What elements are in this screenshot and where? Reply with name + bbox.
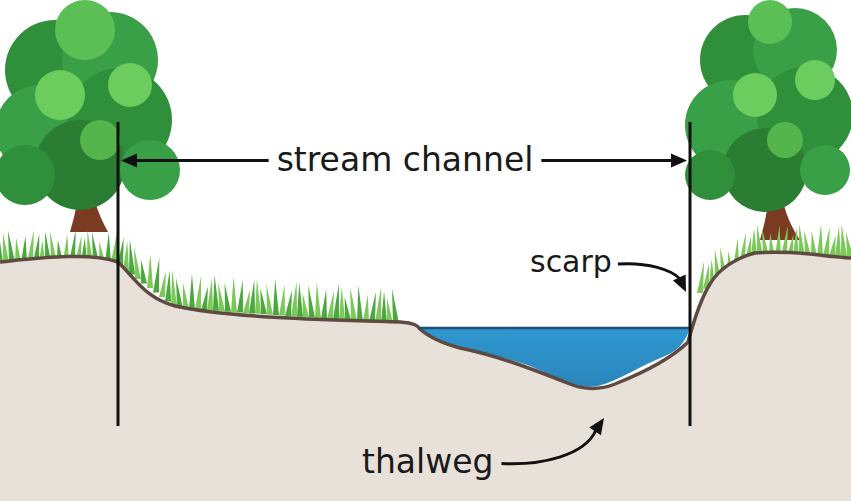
grass-blade [231, 276, 237, 312]
grass-blade [189, 274, 195, 309]
grass-blade [327, 291, 334, 319]
grass-blade [835, 226, 841, 256]
grass-blade [841, 225, 847, 256]
grass-blade [751, 228, 757, 255]
grass-blade [363, 295, 369, 322]
grass-blade [273, 279, 279, 315]
grass-blade [249, 279, 255, 313]
grass-blade [255, 279, 261, 314]
arrowhead [121, 154, 137, 168]
grass-blade [201, 287, 208, 311]
ground-line [0, 252, 851, 388]
grass-blade [165, 271, 171, 302]
grass-blade [392, 289, 399, 324]
grass-blade [266, 284, 273, 314]
grass-blade [350, 287, 357, 321]
grass-blade [195, 276, 201, 310]
grass-blade [375, 286, 381, 322]
grass-blade [0, 242, 3, 262]
grass-blade [218, 283, 225, 311]
grass-blade [799, 224, 805, 256]
left-tree [0, 0, 180, 232]
grass-blade [141, 259, 147, 283]
dimension-arrow [541, 159, 672, 162]
grass-blade [811, 231, 817, 256]
grass-blade [297, 283, 303, 317]
grass-blade [159, 271, 166, 297]
thalweg-label: thalweg [362, 445, 493, 478]
grass-blade [285, 290, 292, 316]
arrowhead [673, 275, 686, 292]
grass-blade [333, 284, 339, 320]
grass-blade [345, 297, 351, 320]
channel-label: stream channel [277, 143, 534, 176]
grass-blade [829, 236, 836, 256]
grass-blade [207, 278, 213, 311]
scarp-label: scarp [530, 247, 612, 277]
grass-blade [339, 287, 345, 320]
grass-blade [134, 247, 141, 279]
grass-blade [381, 291, 387, 322]
grass-blade [357, 286, 363, 321]
grass-blade [243, 289, 250, 313]
grass-blade [303, 293, 309, 317]
grass-blade [153, 258, 159, 293]
right-tree [685, 0, 851, 240]
water-surface [418, 327, 690, 330]
grass-blade [369, 292, 376, 322]
grass-blade [321, 290, 327, 319]
grass-blade [129, 239, 135, 275]
channel-boundary [689, 122, 692, 426]
grass-blade [387, 298, 393, 323]
grass-blade [260, 288, 267, 314]
grass-blade [237, 280, 243, 312]
arrowhead [589, 418, 604, 435]
leader-line [501, 430, 596, 464]
ground [0, 252, 851, 501]
grass-blade [823, 227, 830, 256]
grass-blade [183, 282, 189, 308]
grass-blade [291, 281, 297, 316]
channel-boundary [117, 122, 120, 426]
grass-blade [213, 275, 219, 311]
leader-line [618, 264, 680, 279]
grass-blade [846, 232, 851, 256]
grass-blade [279, 285, 285, 316]
grass-blade [315, 282, 321, 318]
grass-blade [176, 278, 183, 308]
grass-blade [697, 261, 704, 293]
grass-blade [8, 230, 15, 262]
grass-blade [3, 232, 9, 262]
grass-blade [171, 270, 177, 306]
grass-blade [225, 283, 231, 311]
grass-blade [817, 224, 823, 256]
dimension-arrow [136, 159, 269, 162]
arrowhead [671, 154, 687, 168]
grass-blade [308, 285, 315, 317]
grass-blade [147, 254, 153, 288]
